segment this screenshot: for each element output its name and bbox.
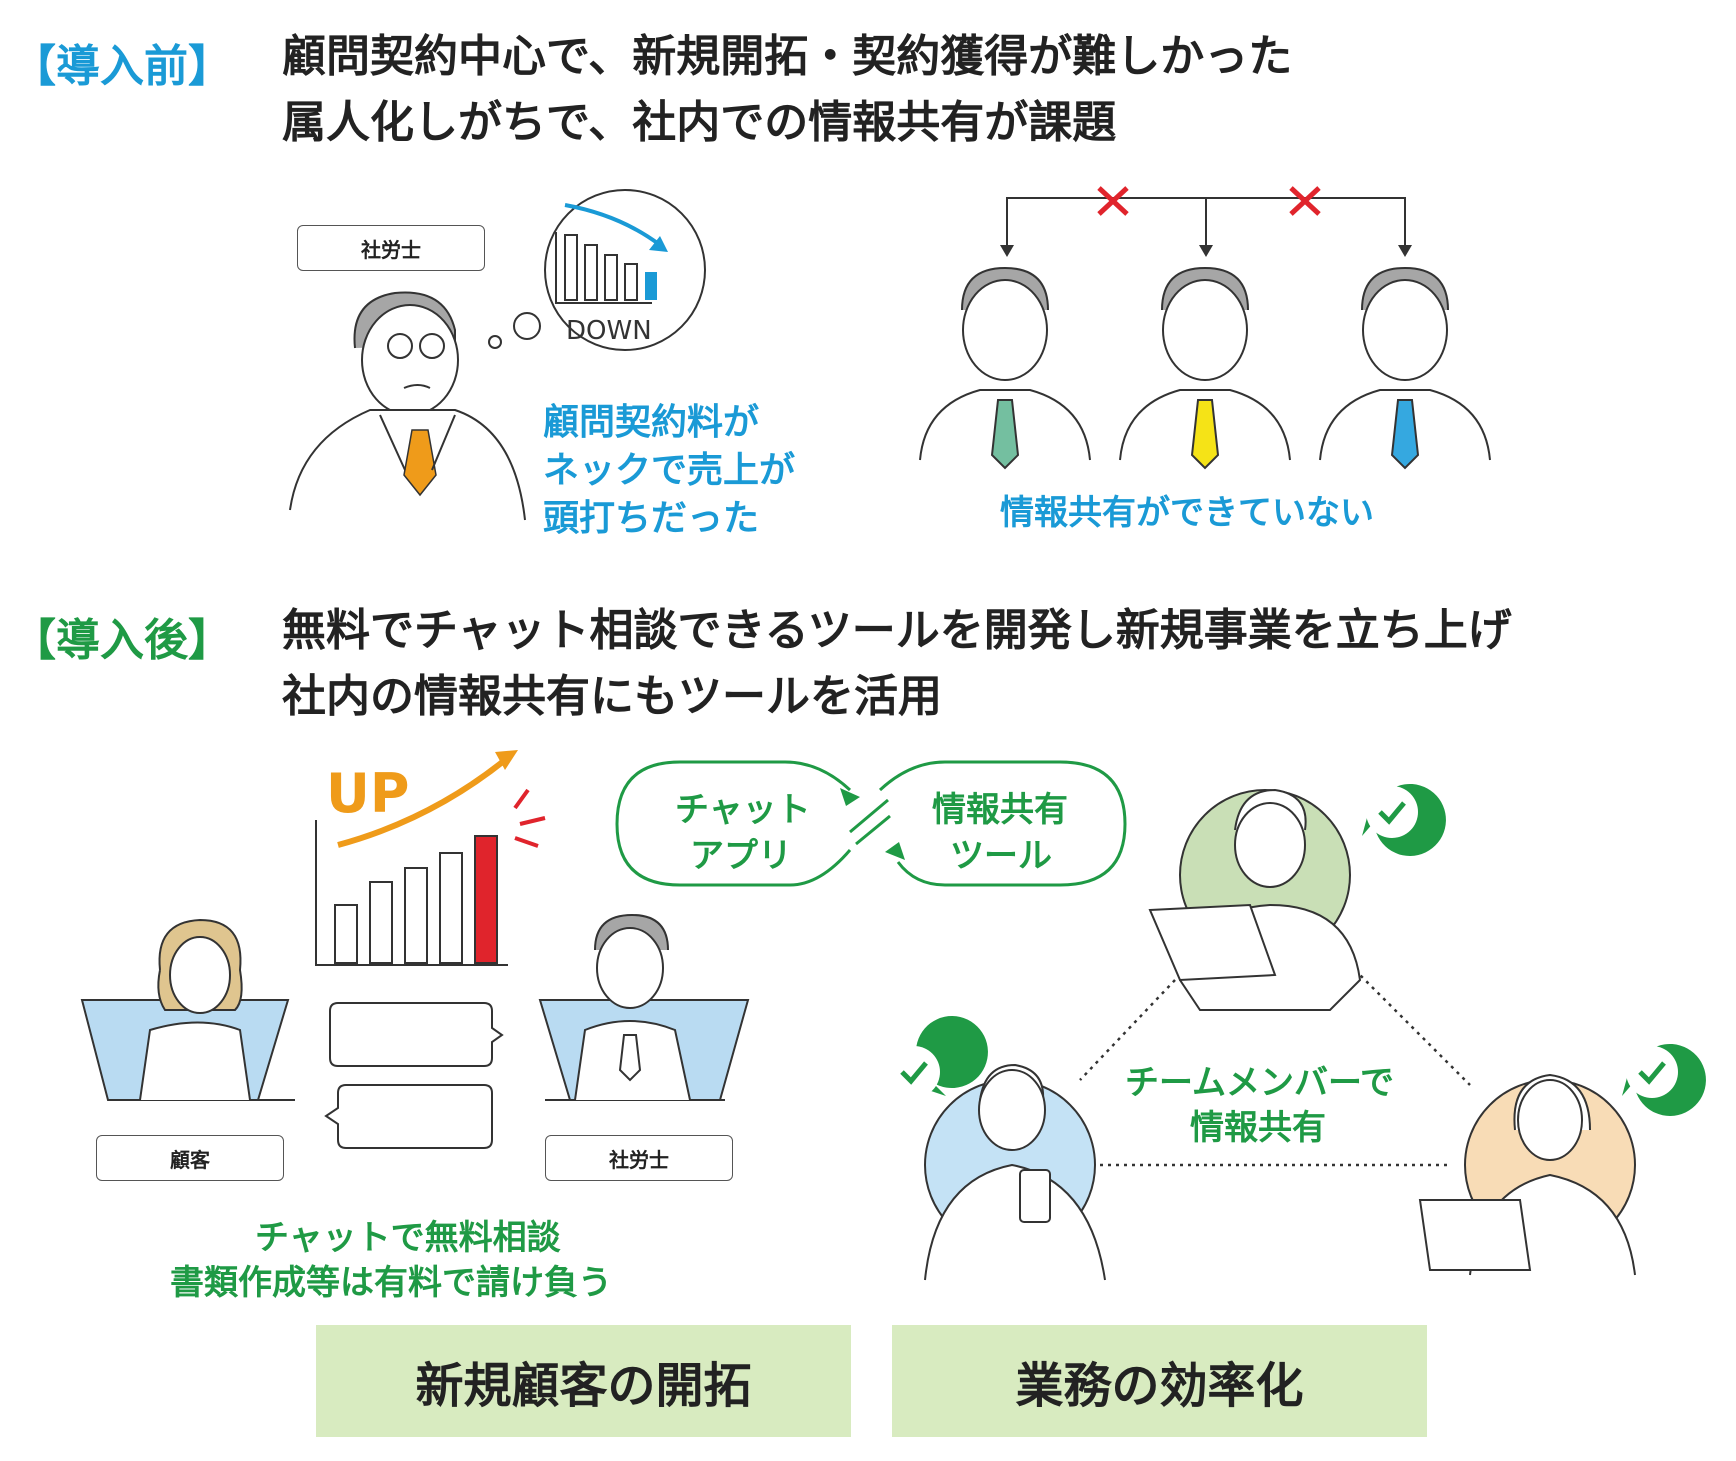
after-caption-right-1: チームメンバーで bbox=[1125, 1063, 1394, 1103]
after-caption-left-1: チャットで無料相談 bbox=[255, 1218, 561, 1258]
after-caption-right-2: 情報共有 bbox=[1190, 1108, 1326, 1148]
labeler-tag-after: 社労士 bbox=[545, 1135, 733, 1181]
after-caption-left-2: 書類作成等は有料で請け負う bbox=[170, 1263, 612, 1303]
customer-tag: 顧客 bbox=[96, 1135, 284, 1181]
before-caption-left-1: 顧問契約料が bbox=[543, 402, 760, 443]
after-tag: 【導入後】 bbox=[12, 615, 232, 666]
before-caption-right: 情報共有ができていない bbox=[1000, 493, 1374, 533]
before-heading-line-2: 属人化しがちで、社内での情報共有が課題 bbox=[282, 97, 1117, 148]
before-caption-left-3: 頭打ちだった bbox=[543, 498, 760, 539]
cycle-left-2: アプリ bbox=[690, 836, 792, 876]
cycle-right-2: ツール bbox=[950, 836, 1052, 876]
before-caption-left-2: ネックで売上が bbox=[543, 450, 796, 491]
down-label: DOWN bbox=[566, 316, 652, 346]
result-new-customers: 新規顧客の開拓 bbox=[316, 1325, 851, 1437]
before-tag: 【導入前】 bbox=[12, 41, 232, 92]
up-label: UP bbox=[326, 762, 410, 825]
after-heading-line-1: 無料でチャット相談できるツールを開発し新規事業を立ち上げ bbox=[282, 605, 1512, 656]
labeler-tag-before: 社労士 bbox=[297, 225, 485, 271]
after-heading-line-2: 社内の情報共有にもツールを活用 bbox=[282, 671, 942, 722]
result-efficiency: 業務の効率化 bbox=[892, 1325, 1427, 1437]
cycle-left-1: チャット bbox=[675, 790, 811, 830]
before-heading-line-1: 顧問契約中心で、新規開拓・契約獲得が難しかった bbox=[282, 31, 1293, 82]
cycle-right-1: 情報共有 bbox=[932, 790, 1068, 830]
